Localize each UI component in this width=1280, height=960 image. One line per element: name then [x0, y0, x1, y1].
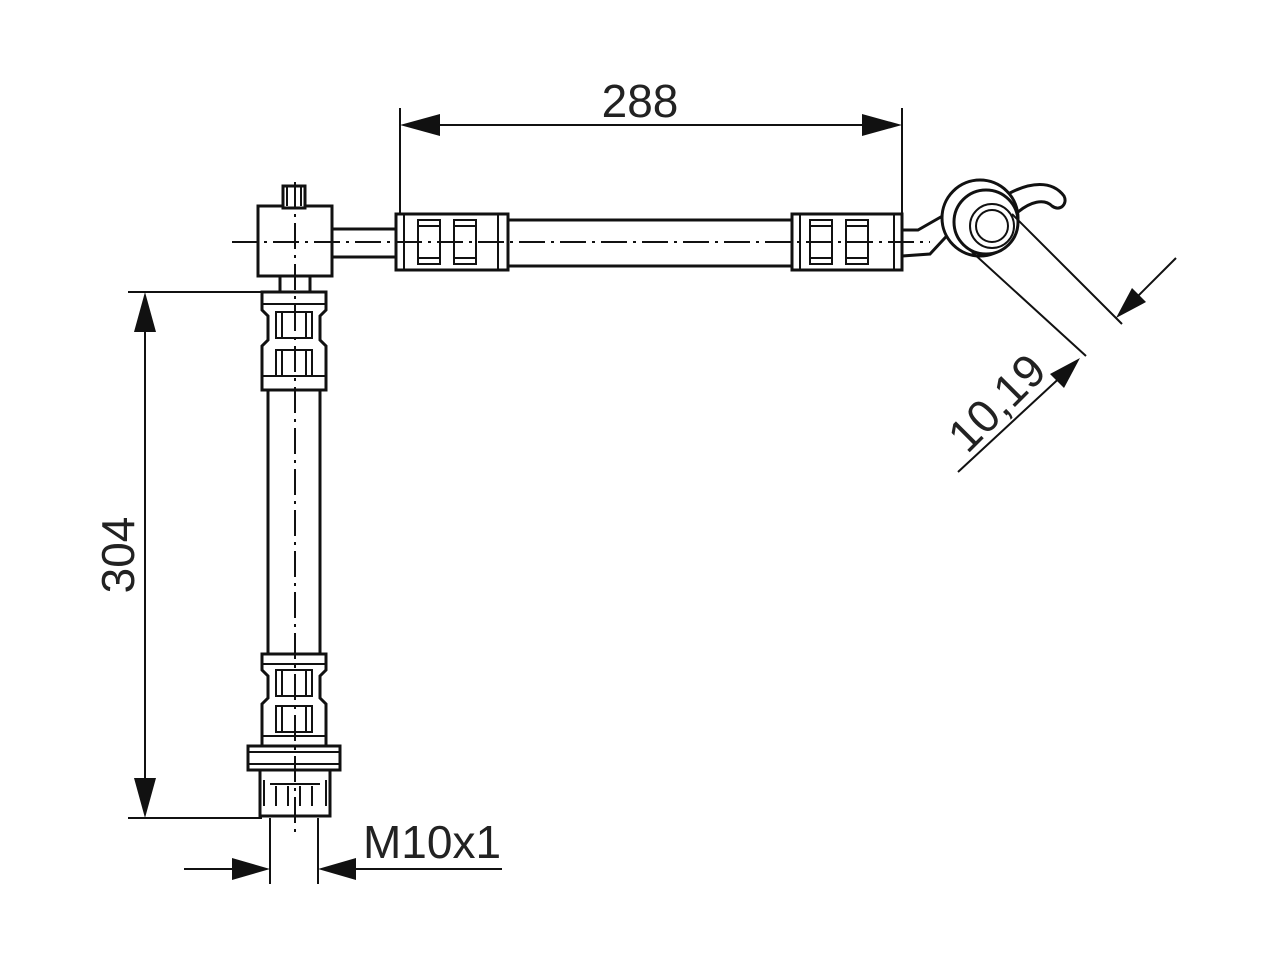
thread-arrow-right	[318, 858, 356, 880]
horizontal-hose	[232, 178, 1067, 272]
arrow-bottom	[134, 778, 156, 818]
banjo-arrow-lower	[1050, 358, 1080, 388]
thread-arrow-left	[232, 858, 270, 880]
vertical-hose	[246, 182, 342, 838]
arrow-top	[134, 292, 156, 332]
banjo-fitting	[940, 178, 1067, 258]
banjo-bore	[969, 203, 1015, 249]
banjo-arrow-upper	[1116, 288, 1146, 318]
arrow-right	[862, 114, 902, 136]
dimension-label-288: 288	[602, 75, 679, 127]
dimension-label-304: 304	[92, 517, 144, 594]
dimension-banjo: 10,19	[938, 213, 1177, 473]
banjo-hook	[1005, 183, 1067, 215]
upper-vertical-crimp	[260, 290, 328, 392]
dimension-label-banjo: 10,19	[938, 344, 1056, 462]
dimension-304: 304	[92, 291, 262, 819]
dimension-288: 288	[399, 75, 903, 214]
arrow-left	[400, 114, 440, 136]
dimension-thread: M10x1	[184, 816, 502, 884]
dimension-label-thread: M10x1	[363, 816, 501, 868]
